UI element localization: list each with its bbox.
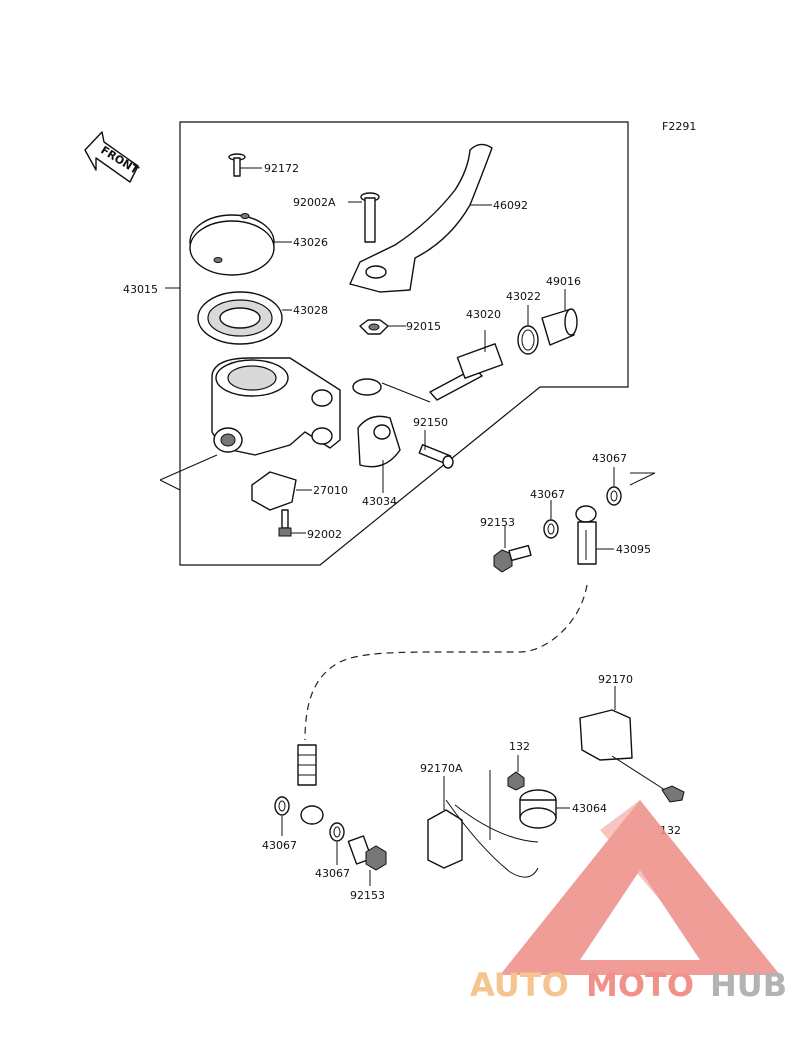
reservoir-cap-43026-icon [189,213,292,276]
banjo-bolt-92153-lower-icon [347,835,387,886]
switch-27010-icon [251,471,312,511]
part-label-92150: 92150 [413,416,448,429]
assembly-frame [179,121,629,566]
part-label-43067-upper: 43067 [592,452,627,465]
nut-92015-icon [359,319,406,335]
banjo-bolt-92153-upper-icon [493,525,532,573]
part-label-43095: 43095 [616,543,651,556]
part-label-43026: 43026 [293,236,328,249]
piston-43020-icon [381,330,504,403]
part-label-92015: 92015 [406,320,441,333]
part-label-43067-left: 43067 [262,839,297,852]
brake-hose-path [304,584,588,741]
screw-92002-icon [278,509,306,537]
part-label-49016: 49016 [546,275,581,288]
washer-43067-right-icon [329,822,345,865]
part-label-92153-upper: 92153 [480,516,515,529]
part-label-43067-lower: 43067 [530,488,565,501]
brake-lever-46092-icon [349,143,493,293]
bracket-92170-icon [579,686,633,761]
part-label-43020: 43020 [466,308,501,321]
watermark-hub: HUB [710,966,787,1004]
watermark-auto: AUTO [470,966,569,1004]
pivot-bolt-92002A-icon [348,192,380,243]
circlip-43022-icon [517,305,539,355]
boot-49016-icon [541,289,578,346]
automotohub-watermark: AUTO MOTO HUB [470,966,787,1004]
part-label-92153-lower: 92153 [350,889,385,902]
part-label-43015: 43015 [123,283,158,296]
part-label-92002: 92002 [307,528,342,541]
part-label-43022: 43022 [506,290,541,303]
watermark-moto: MOTO [586,966,694,1004]
part-label-92002A: 92002A [293,196,336,209]
washer-43067-upper-icon [606,467,622,506]
bracket-92170A-icon [427,770,539,878]
front-direction-arrow: FRONT [84,131,141,183]
diagram-code: F2291 [662,120,696,133]
washer-43067-left-icon [274,796,290,836]
clamp-43034-icon [352,378,401,493]
screw-92172-icon [228,153,262,177]
brake-hose-43095-upper-icon [575,505,614,565]
part-label-43064: 43064 [572,802,607,815]
part-label-43028: 43028 [293,304,328,317]
bolt-92150-icon [418,430,454,469]
master-cylinder-body-43015-icon [211,357,341,456]
part-label-92170: 92170 [598,673,633,686]
brake-hose-43095-lower-icon [297,744,324,825]
part-label-46092: 46092 [493,199,528,212]
grommet-43064-icon [519,789,570,829]
bolt-132-right-icon [611,755,685,803]
washer-43067-lower-icon [543,500,559,539]
bolt-132-left-icon [507,755,525,791]
part-label-92170A: 92170A [420,762,463,775]
part-label-92172: 92172 [264,162,299,175]
part-label-132-upper: 132 [509,740,530,753]
automotohub-logo-icon [500,800,780,975]
diaphragm-43028-icon [197,291,292,345]
part-label-43034: 43034 [362,495,397,508]
part-label-43067-right: 43067 [315,867,350,880]
part-label-27010: 27010 [313,484,348,497]
